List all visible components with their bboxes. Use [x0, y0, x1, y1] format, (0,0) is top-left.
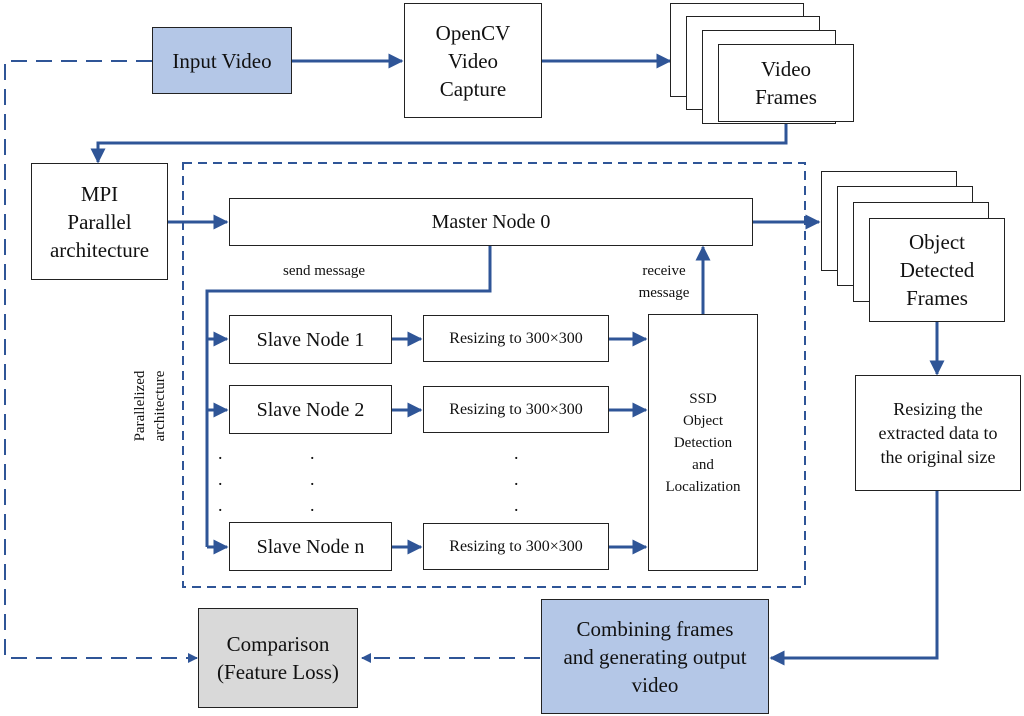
input-video-box: Input Video — [152, 27, 292, 94]
resize-box-1: Resizing to 300×300 — [423, 315, 609, 362]
ellipsis-dot: . — [218, 469, 223, 489]
comparison-box: Comparison (Feature Loss) — [198, 608, 358, 708]
resize-original-box: Resizing the extracted data to the origi… — [855, 375, 1021, 491]
frames-to-mpi-arrow — [90, 121, 788, 164]
slave-node-2-box: Slave Node 2 — [229, 385, 392, 434]
resize-box-n: Resizing to 300×300 — [423, 523, 609, 570]
parallelized-architecture-label: Parallelized architecture — [132, 370, 168, 442]
parallel-region — [182, 162, 806, 588]
send-message-label: send message — [283, 263, 366, 279]
combining-frames-box: Combining frames and generating output v… — [541, 599, 769, 714]
ellipsis-dot: . — [310, 469, 315, 489]
master-node-box: Master Node 0 — [229, 198, 753, 246]
resize-box-2: Resizing to 300×300 — [423, 386, 609, 433]
opencv-capture-box: OpenCV Video Capture — [404, 3, 542, 118]
ellipsis-dot: . — [514, 443, 519, 463]
mpi-box: MPI Parallel architecture — [31, 163, 168, 280]
video-frames-box: Video Frames — [718, 44, 854, 122]
ellipsis-dot: . — [514, 495, 519, 515]
input-to-comparison-arrow — [4, 60, 198, 663]
slave-node-n-box: Slave Node n — [229, 522, 392, 571]
ellipsis-dot: . — [218, 443, 223, 463]
send-message-bus — [205, 246, 492, 547]
ellipsis-dot: . — [218, 495, 223, 515]
ellipsis-dot: . — [514, 469, 519, 489]
ellipsis-dot: . — [310, 443, 315, 463]
slave-node-1-box: Slave Node 1 — [229, 315, 392, 364]
ssd-detection-box: SSD Object Detection and Localization — [648, 314, 758, 571]
resize-original-to-combine-arrow — [769, 491, 939, 666]
ellipsis-dot: . — [310, 495, 315, 515]
object-detected-frames-box: Object Detected Frames — [869, 218, 1005, 322]
receive-message-label: receive message — [638, 263, 690, 301]
